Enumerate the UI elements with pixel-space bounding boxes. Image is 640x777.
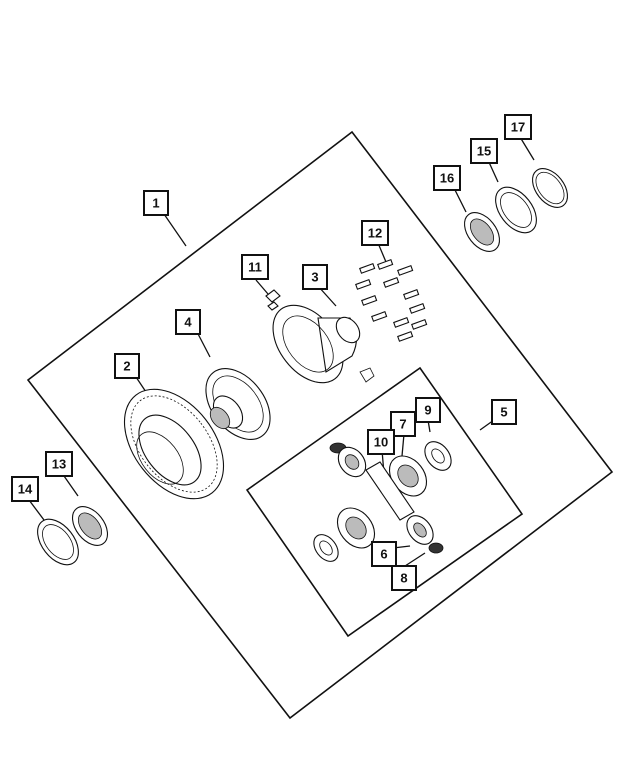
callout-12: 12 bbox=[361, 220, 389, 246]
differential-case bbox=[272, 304, 375, 384]
ring-gear bbox=[123, 388, 225, 500]
callout-8-label: 8 bbox=[400, 571, 407, 586]
callout-8: 8 bbox=[391, 565, 417, 591]
callout-4-label: 4 bbox=[184, 315, 192, 330]
callout-3-label: 3 bbox=[311, 270, 318, 285]
right-bearing bbox=[463, 168, 569, 252]
pinion-side-gears bbox=[313, 441, 452, 562]
callout-17-label: 17 bbox=[511, 120, 525, 135]
callout-11-label: 11 bbox=[248, 260, 262, 275]
callout-9-label: 9 bbox=[424, 403, 431, 418]
callout-10-label: 10 bbox=[374, 435, 388, 450]
callout-16: 16 bbox=[433, 165, 461, 191]
left-bearing bbox=[37, 506, 109, 566]
callout-2: 2 bbox=[114, 353, 140, 379]
bolts bbox=[355, 259, 428, 342]
callout-2-label: 2 bbox=[123, 359, 130, 374]
callout-3: 3 bbox=[302, 264, 328, 290]
callout-5-label: 5 bbox=[500, 405, 507, 420]
callout-9: 9 bbox=[415, 397, 441, 423]
callout-1: 1 bbox=[143, 190, 169, 216]
callout-16-label: 16 bbox=[440, 171, 454, 186]
case-flange bbox=[205, 368, 271, 440]
callout-10: 10 bbox=[367, 429, 395, 455]
callout-14: 14 bbox=[11, 476, 39, 502]
callout-15: 15 bbox=[470, 138, 498, 164]
callout-15-label: 15 bbox=[477, 144, 491, 159]
callout-14-label: 14 bbox=[18, 482, 33, 497]
callout-6-label: 6 bbox=[380, 547, 387, 562]
subassembly-frame bbox=[245, 366, 524, 638]
callout-13: 13 bbox=[45, 451, 73, 477]
callout-17: 17 bbox=[504, 114, 532, 140]
callout-6: 6 bbox=[371, 541, 397, 567]
callout-7-label: 7 bbox=[399, 417, 406, 432]
callout-1-label: 1 bbox=[152, 196, 159, 211]
callout-12-label: 12 bbox=[368, 226, 382, 241]
callout-11: 11 bbox=[241, 254, 269, 280]
callout-13-label: 13 bbox=[52, 457, 66, 472]
callout-4: 4 bbox=[175, 309, 201, 335]
callout-5: 5 bbox=[491, 399, 517, 425]
pin-parts bbox=[265, 289, 281, 311]
assembly-frame bbox=[26, 130, 614, 720]
